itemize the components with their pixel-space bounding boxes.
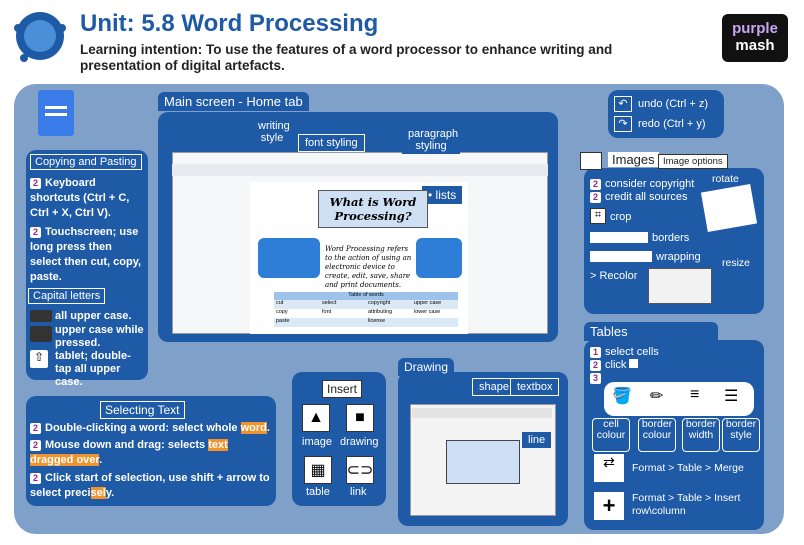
docs-icon — [38, 90, 74, 136]
resize-label: resize — [722, 257, 751, 269]
table-cell: upper case — [414, 300, 442, 306]
table-cell: select — [322, 300, 337, 306]
borders-label: borders — [652, 232, 690, 244]
merge-icon: ⇄ — [594, 454, 624, 482]
insert-link-label: link — [350, 486, 367, 498]
crop-label: crop — [610, 211, 632, 223]
shape-label: shape — [472, 378, 516, 396]
drawing-toolbar — [412, 408, 552, 418]
table-cell: paste — [276, 318, 290, 324]
paragraph-styling-label: paragraph styling — [402, 126, 460, 154]
paint-bucket-icon[interactable]: 🪣 — [612, 388, 632, 405]
link-chain-icon[interactable]: ⊂⊃ — [346, 456, 374, 484]
table-cell: attributing — [368, 309, 393, 315]
textbox-label: textbox — [510, 378, 560, 396]
table-row: cut select copyright upper case — [274, 300, 458, 309]
undo-icon[interactable]: ↶ — [614, 96, 632, 112]
brain-logo-icon — [12, 8, 68, 64]
drawing-title: Drawing — [398, 358, 455, 376]
insert-image-label: image — [302, 436, 332, 448]
drawing-shapes-icon[interactable]: ■ — [346, 404, 374, 432]
insert-table-label: table — [306, 486, 330, 498]
undo-panel — [608, 90, 724, 138]
border-tools-icon — [590, 232, 648, 243]
capitals-title: Capital letters — [28, 288, 106, 304]
wrapping-label: wrapping — [656, 251, 701, 263]
drawing-banner-shape — [446, 440, 520, 484]
recolor-image — [648, 268, 712, 304]
writing-style-label: writing style — [252, 118, 292, 146]
table-row: paste license — [274, 318, 458, 327]
tables-item-3: 3 — [590, 372, 605, 384]
undo-label: undo (Ctrl + z) — [638, 98, 708, 110]
border-style-label: border style — [722, 418, 760, 452]
insert-plus-icon: + — [594, 492, 624, 520]
table-row: copy font attributing lower case — [274, 309, 458, 318]
caps-item-3: tablet; double-tap all upper case. — [55, 350, 131, 388]
rotate-label: rotate — [712, 173, 739, 185]
font-styling-label: font styling — [298, 134, 365, 152]
image-mountain-icon[interactable]: ▲ — [302, 404, 330, 432]
learning-intention: Learning intention: To use the features … — [80, 42, 613, 73]
printer-illustration — [416, 238, 462, 278]
shift-arrow-icon: ⇧ — [30, 350, 48, 368]
pencil-icon[interactable]: ✏ — [650, 388, 664, 405]
copying-title: Copying and Pasting — [30, 154, 142, 170]
doc-banner: What is Word Processing? — [318, 190, 428, 228]
table-cell: lower case — [414, 309, 441, 315]
images-title: Images — [608, 152, 659, 167]
tables-title: Tables — [584, 322, 718, 341]
redo-label: redo (Ctrl + y) — [638, 118, 706, 130]
selecting-title: Selecting Text — [100, 401, 185, 419]
cell-colour-label: cell colour — [592, 418, 630, 452]
table-cell — [320, 318, 366, 327]
insert-row-label: Format > Table > Insert row\column — [632, 492, 741, 517]
line-label: line — [522, 432, 552, 448]
table-format-toolbar — [604, 382, 754, 416]
table-cell — [412, 318, 458, 327]
caps-item-1: all upper case. — [55, 310, 132, 322]
shift-key-icon — [30, 326, 52, 342]
caps-item-2: upper case while pressed. — [55, 324, 144, 349]
table-cell: copyright — [368, 300, 391, 306]
image-icon — [580, 152, 602, 170]
border-width-label: border width — [682, 418, 720, 452]
border-style-icon[interactable]: ☰ — [724, 388, 739, 405]
wrapping-icons — [590, 251, 652, 262]
border-colour-label: border colour — [638, 418, 676, 452]
insert-drawing-label: drawing — [340, 436, 379, 448]
table-cell: license — [368, 318, 386, 324]
caps-lock-key-icon — [30, 310, 52, 322]
lists-label: • lists — [422, 186, 463, 204]
doc-body-text: Word Processing refers to the action of … — [325, 245, 412, 289]
toolbar-strip — [172, 164, 548, 176]
email-illustration — [258, 238, 320, 278]
rotate-image-illustration — [700, 183, 758, 233]
border-width-icon[interactable]: ≡ — [690, 386, 700, 403]
crop-icon: ⌗ — [590, 208, 606, 224]
table-cell: font — [322, 309, 332, 315]
table-cell: copy — [276, 309, 288, 315]
image-options-label: Image options — [658, 154, 728, 169]
merge-label: Format > Table > Merge — [632, 462, 744, 474]
redo-icon[interactable]: ↷ — [614, 116, 632, 132]
table-cell: cut — [276, 300, 284, 306]
page-title: Unit: 5.8 Word Processing — [80, 10, 379, 37]
main-screen-title: Main screen - Home tab — [158, 92, 309, 111]
table-grid-icon[interactable]: ▦ — [304, 456, 332, 484]
recolor-label: > Recolor — [590, 270, 638, 282]
insert-title: Insert — [322, 380, 363, 398]
